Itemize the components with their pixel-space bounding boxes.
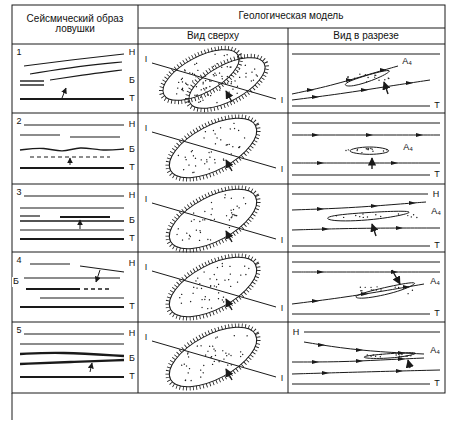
horizon-letter: Т xyxy=(433,309,441,318)
horizon-letter: Б xyxy=(128,216,136,225)
profile-mark: I xyxy=(144,195,149,204)
horizon-letter: Т xyxy=(433,170,441,179)
top-view-map xyxy=(152,242,276,331)
layer-index: A₄ xyxy=(401,57,413,66)
horizon-letter: Б xyxy=(12,277,20,286)
profile-mark: I xyxy=(280,236,285,245)
layer-index: A₄ xyxy=(402,143,414,152)
profile-mark: I xyxy=(280,96,285,105)
profile-mark: I xyxy=(144,333,149,342)
horizon-letter: Б xyxy=(128,354,136,363)
profile-mark: I xyxy=(144,55,149,64)
row-number: 5 xyxy=(15,326,22,335)
cross-section xyxy=(292,194,440,246)
profile-mark: I xyxy=(280,374,285,383)
horizon-letter: Н xyxy=(128,48,137,57)
horizon-letter: Н xyxy=(432,190,441,199)
horizon-letter: Т xyxy=(128,94,136,103)
top-view-map xyxy=(152,37,276,122)
cross-section xyxy=(292,332,440,384)
horizon-letter: Т xyxy=(433,101,441,110)
horizon-letter: Б xyxy=(128,76,136,85)
column-header: Геологическая модель xyxy=(238,11,345,22)
horizon-letter: Т xyxy=(433,379,441,388)
column-header: Вид в разрезе xyxy=(332,31,400,42)
cross-section xyxy=(292,262,440,314)
cross-section xyxy=(292,54,440,106)
cross-section xyxy=(292,123,440,175)
top-view-map xyxy=(152,174,276,263)
row-illustration xyxy=(20,174,440,263)
table-grid xyxy=(12,5,445,420)
layer-index: A₄ xyxy=(429,277,441,286)
seismic-image xyxy=(20,264,124,307)
horizon-letter: Н xyxy=(128,120,137,129)
seismic-image xyxy=(20,125,124,168)
profile-mark: I xyxy=(144,124,149,133)
column-header: Сейсмический образ ловушки xyxy=(15,14,135,35)
horizon-letter: Т xyxy=(128,302,136,311)
horizon-letter: Б xyxy=(128,145,136,154)
column-header: Вид сверху xyxy=(186,31,240,42)
horizon-letter: Т xyxy=(128,234,136,243)
row-illustration xyxy=(20,103,440,192)
row-number: 3 xyxy=(15,188,22,197)
horizon-letter: Т xyxy=(128,372,136,381)
seismic-image xyxy=(20,54,124,99)
seismic-image xyxy=(20,334,124,377)
profile-mark: I xyxy=(280,304,285,313)
row-number: 2 xyxy=(15,117,22,126)
row-illustration xyxy=(20,312,440,401)
horizon-letter: Т xyxy=(433,241,441,250)
layer-index: A₄ xyxy=(430,207,442,216)
top-view-map xyxy=(152,312,276,401)
horizon-letter: Н xyxy=(128,329,137,338)
horizon-letter: Н xyxy=(128,191,137,200)
horizon-letter: Н xyxy=(292,328,301,337)
seismic-image xyxy=(20,196,124,239)
row-number: 1 xyxy=(15,48,22,57)
horizon-letter: Н xyxy=(128,259,137,268)
profile-mark: I xyxy=(280,165,285,174)
row-number: 4 xyxy=(15,256,22,265)
profile-mark: I xyxy=(144,263,149,272)
top-view-map xyxy=(152,103,276,192)
row-illustration xyxy=(20,242,440,331)
horizon-letter: Т xyxy=(128,163,136,172)
layer-index: A₄ xyxy=(429,346,441,355)
row-illustration xyxy=(20,37,440,122)
